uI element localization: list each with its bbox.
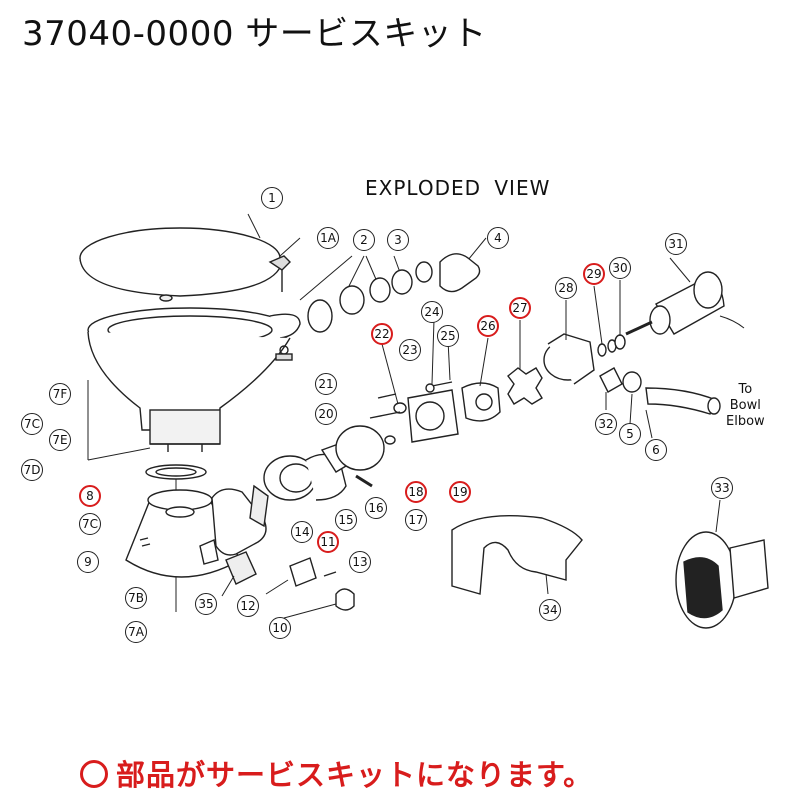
callout-10: 10 [269, 617, 291, 639]
callout-7F: 7F [49, 383, 71, 405]
legend-note-text: 部品がサービスキットになります。 [116, 758, 594, 792]
red-circle-icon [80, 760, 108, 788]
callout-24: 24 [421, 301, 443, 323]
callout-17: 17 [405, 509, 427, 531]
motor-cover [451, 515, 583, 595]
callout-16: 16 [365, 497, 387, 519]
toilet-bowl [87, 307, 301, 452]
callout-5: 5 [619, 423, 641, 445]
callout-7C-bottom: 7C [79, 513, 101, 535]
callout-7A: 7A [125, 621, 147, 643]
callout-14: 14 [291, 521, 313, 543]
pump-assembly [211, 425, 396, 556]
callout-7B: 7B [125, 587, 147, 609]
elbow-fittings [307, 253, 481, 333]
callout-30: 30 [609, 257, 631, 279]
page-title: 37040-0000 サービスキット [22, 14, 487, 54]
flush-switch [675, 499, 769, 629]
callout-11: 11 [317, 531, 339, 553]
callout-19: 19 [449, 481, 471, 503]
callout-12: 12 [237, 595, 259, 617]
callout-28: 28 [555, 277, 577, 299]
callout-25: 25 [437, 325, 459, 347]
callout-8: 8 [79, 485, 101, 507]
callout-6: 6 [645, 439, 667, 461]
callout-18: 18 [405, 481, 427, 503]
callout-21: 21 [315, 373, 337, 395]
callout-35: 35 [195, 593, 217, 615]
small-parts [221, 557, 355, 619]
motor [625, 257, 745, 336]
callout-13: 13 [349, 551, 371, 573]
callout-32: 32 [595, 413, 617, 435]
callout-27: 27 [509, 297, 531, 319]
callout-20: 20 [315, 403, 337, 425]
callout-1A: 1A [317, 227, 339, 249]
callout-33: 33 [711, 477, 733, 499]
impeller-housing [507, 280, 626, 405]
plate-and-gaskets [369, 319, 521, 443]
callout-7E: 7E [49, 429, 71, 451]
legend-note: 部品がサービスキットになります。 [80, 752, 593, 794]
callout-31: 31 [665, 233, 687, 255]
callout-29: 29 [583, 263, 605, 285]
callout-15: 15 [335, 509, 357, 531]
callout-34: 34 [539, 599, 561, 621]
callout-7C-top: 7C [21, 413, 43, 435]
to-bowl-line-3: Elbow [726, 414, 765, 429]
to-bowl-elbow-label: To Bowl Elbow [726, 382, 765, 430]
to-bowl-line-1: To [738, 382, 753, 397]
callout-23: 23 [399, 339, 421, 361]
callout-1: 1 [261, 187, 283, 209]
callout-7D: 7D [21, 459, 43, 481]
hose-fittings [599, 367, 721, 439]
callout-4: 4 [487, 227, 509, 249]
to-bowl-line-2: Bowl [729, 398, 761, 413]
diagram-subtitle: EXPLODED VIEW [365, 176, 551, 200]
callout-9: 9 [77, 551, 99, 573]
callout-2: 2 [353, 229, 375, 251]
callout-3: 3 [387, 229, 409, 251]
callout-22: 22 [371, 323, 393, 345]
callout-26: 26 [477, 315, 499, 337]
seat-lid [79, 227, 291, 302]
